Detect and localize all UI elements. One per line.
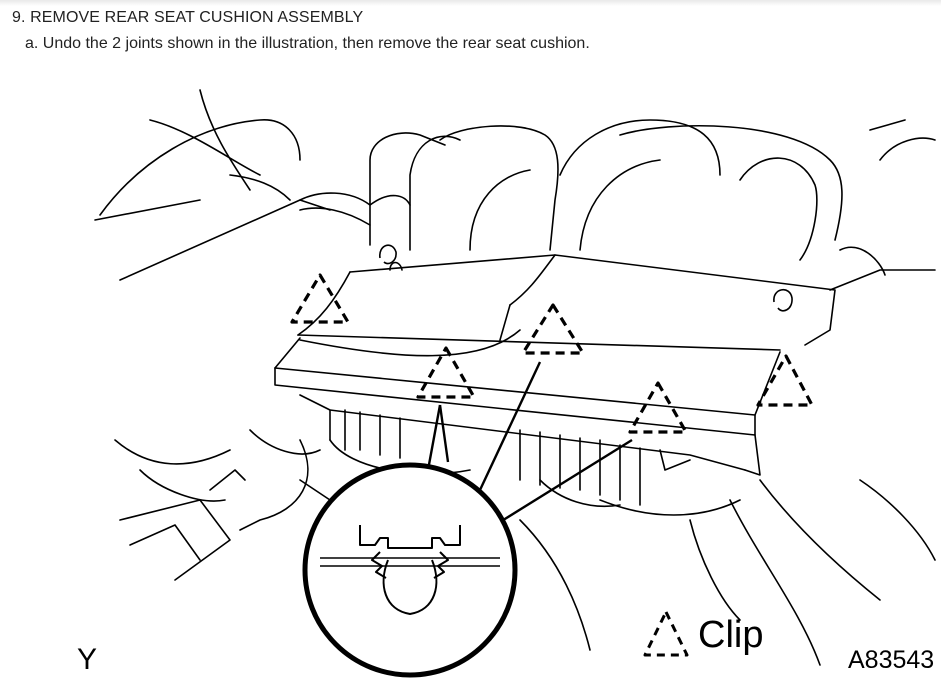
floor-trim-left xyxy=(114,429,331,581)
rear-seat-cushion xyxy=(274,254,836,476)
clip-detail-callout xyxy=(302,462,518,678)
hook-right xyxy=(773,289,793,312)
clip-marker-center-right xyxy=(628,381,688,434)
hook-left xyxy=(379,244,397,265)
clip-marker-right-hook xyxy=(756,354,814,407)
seat-hooks xyxy=(379,244,793,312)
clip-marker-left-hook xyxy=(290,273,350,324)
step-heading: 9. REMOVE REAR SEAT CUSHION ASSEMBLY xyxy=(12,9,364,26)
clip-markers xyxy=(290,273,814,434)
leader-right xyxy=(499,438,633,524)
seat-backs xyxy=(369,119,936,291)
clip-legend: Clip xyxy=(643,610,763,657)
clip-marker-center-left xyxy=(416,346,476,399)
step-instruction: a. Undo the 2 joints shown in the illust… xyxy=(25,35,590,52)
figure-code: A83543 xyxy=(848,646,934,674)
clip-marker-center-top xyxy=(521,303,585,355)
top-divider xyxy=(0,0,941,6)
floor-trim-right xyxy=(519,479,936,666)
clip-legend-label: Clip xyxy=(698,614,763,656)
view-label: Y xyxy=(77,643,97,676)
clip-legend-triangle-icon xyxy=(643,610,689,657)
body-side-left xyxy=(94,89,411,281)
